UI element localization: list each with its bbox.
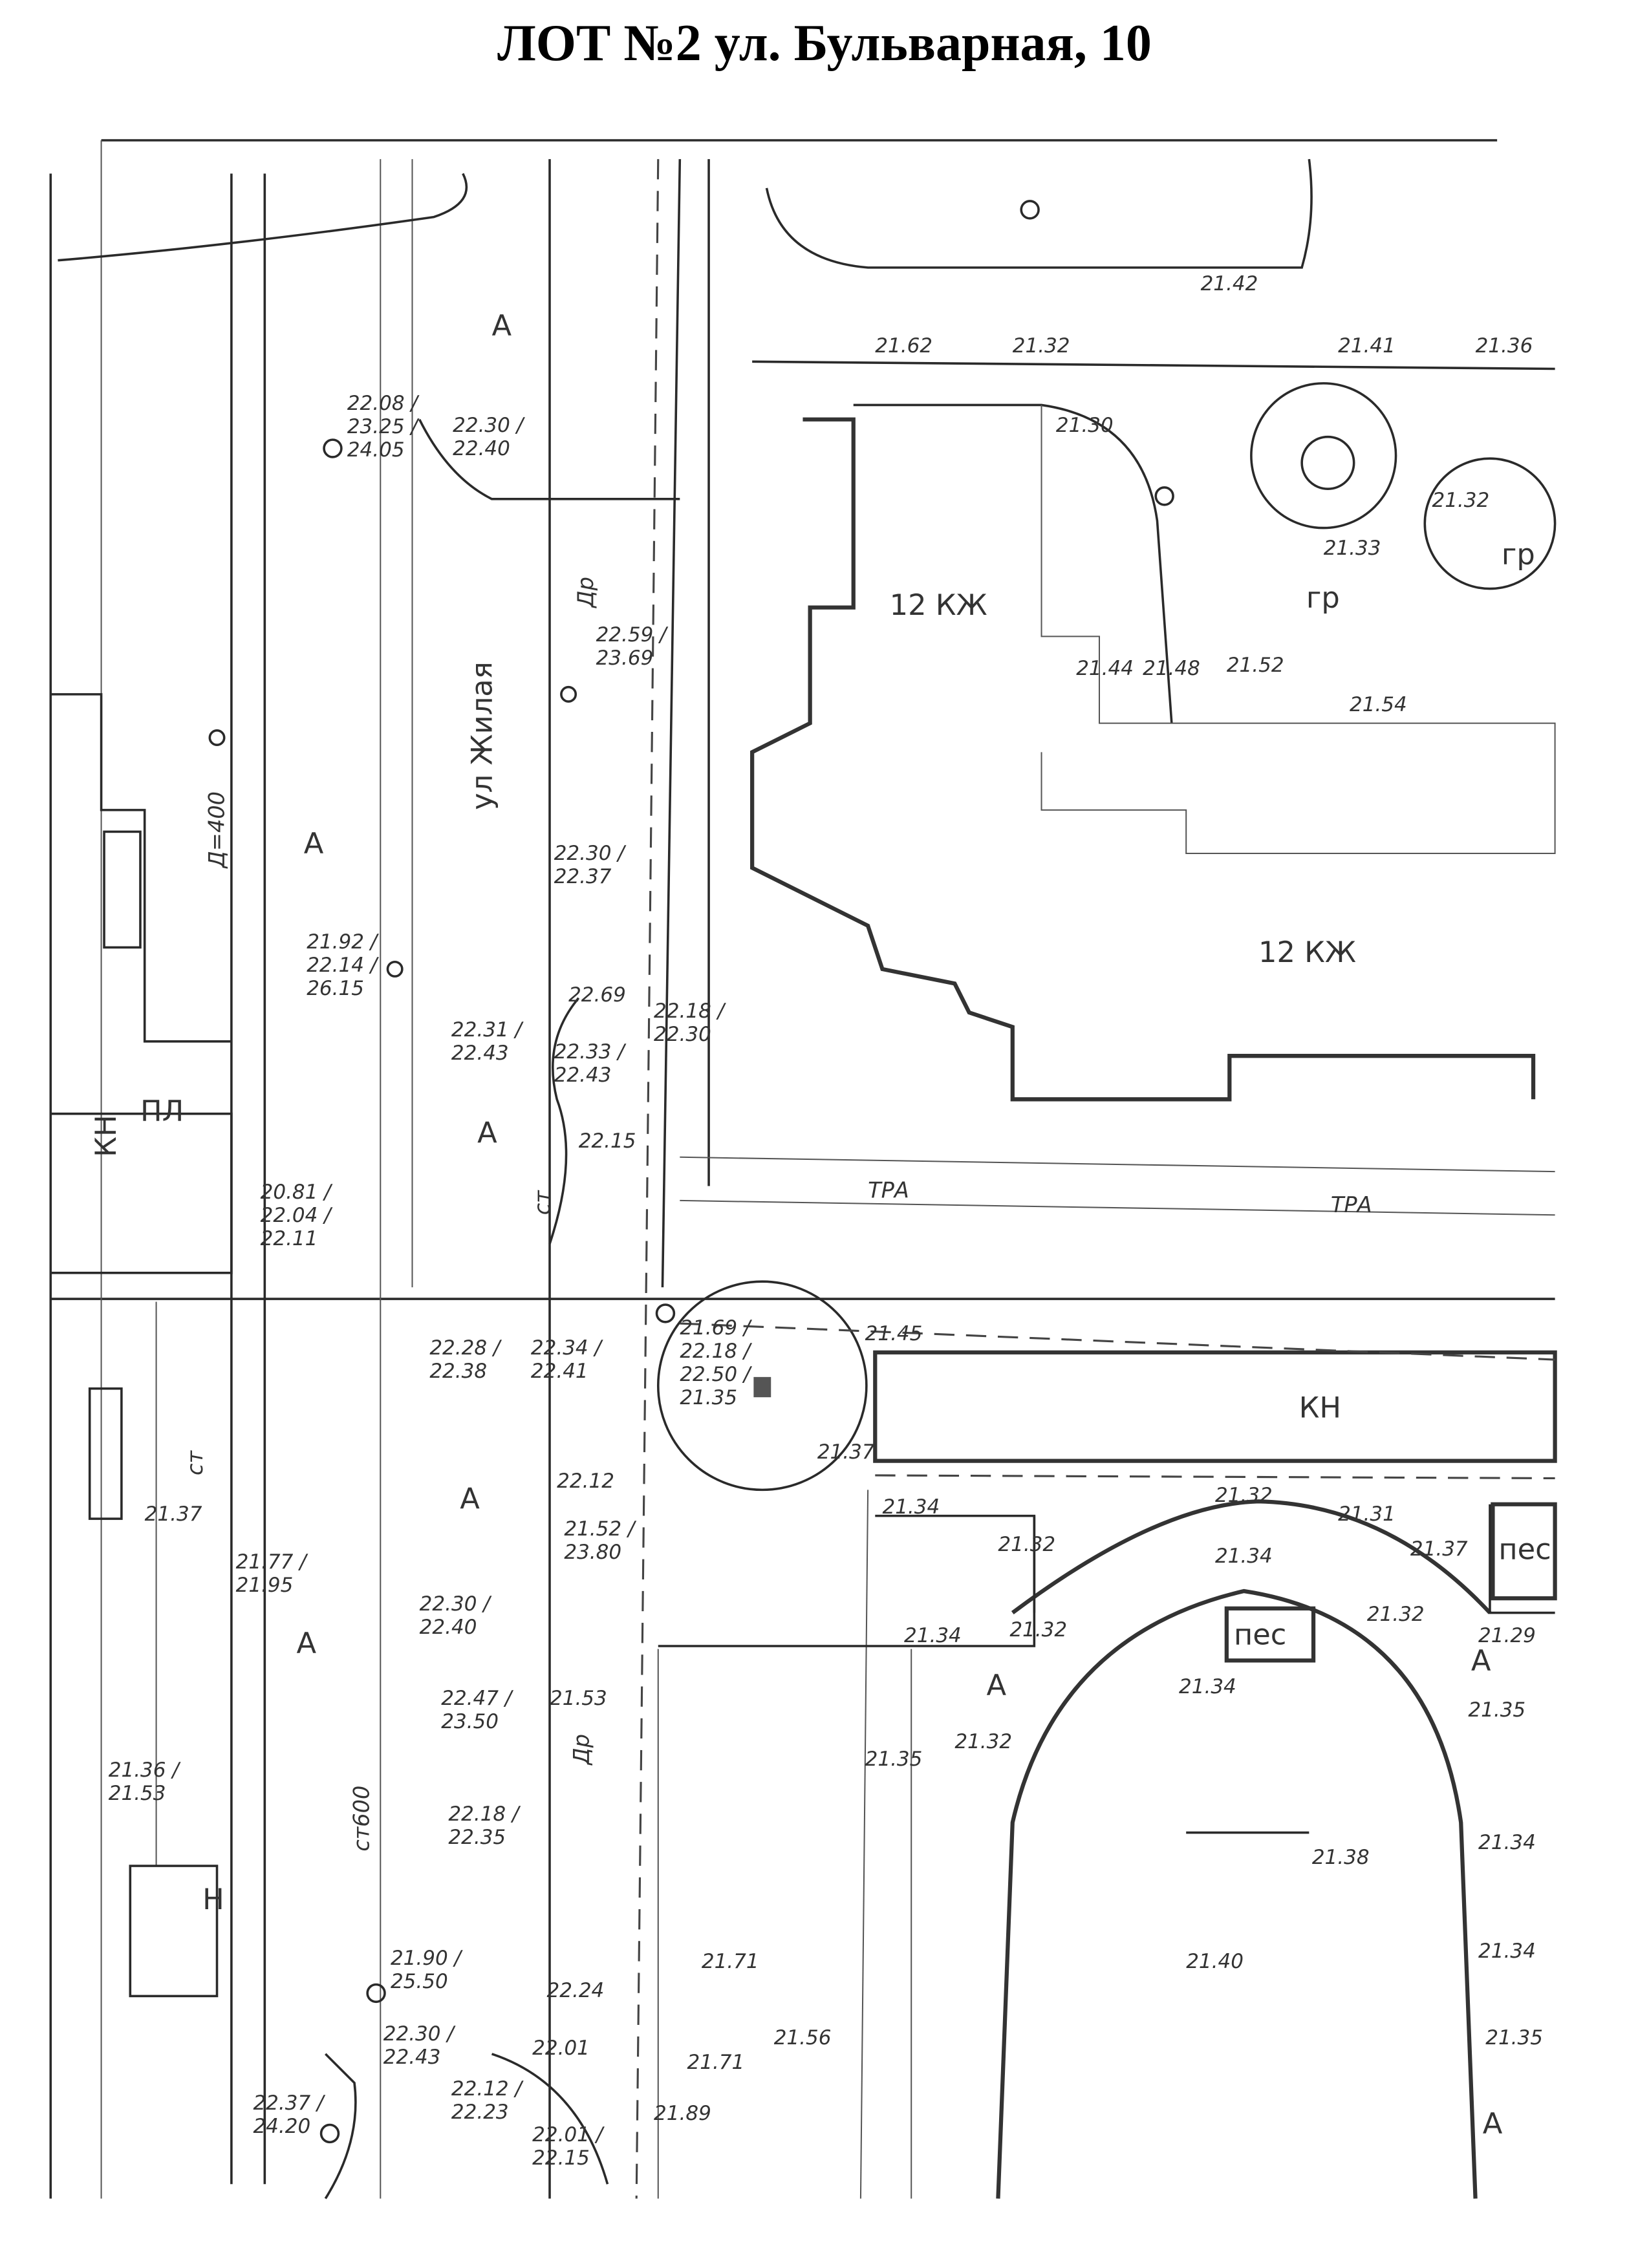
area-label: А [492,308,512,343]
elevation-mark: 21.37 [1410,1537,1468,1561]
elevation-mark: 22.01 [532,2037,590,2060]
elevation-mark: 22.37 / 24.20 [253,2091,324,2139]
elevation-mark: 21.92 / 22.14 / 26.15 [307,930,378,1000]
elevation-mark: 22.30 / 22.40 [453,413,524,460]
area-label: А [1483,2106,1503,2141]
street-label: ул Жилая [465,661,499,809]
elevation-mark: 21.40 [1186,1949,1244,1973]
elevation-mark: 21.34 [1214,1545,1273,1568]
pipe-label: ст [530,1190,555,1215]
area-label: А [987,1668,1007,1702]
elevation-mark: 21.31 [1338,1503,1396,1526]
area-label: А [477,1115,497,1150]
elevation-mark: 21.77 / 21.95 [235,1550,307,1598]
elevation-mark: 21.71 [687,2051,745,2075]
elevation-mark: 21.29 [1478,1624,1536,1648]
elevation-mark: 21.35 [865,1747,923,1771]
elevation-mark: 21.32 [1009,1618,1068,1642]
pipe-label: Д=400 [204,791,230,869]
elevation-mark: 22.30 / 22.37 [554,842,625,889]
elevation-mark: 22.34 / 22.41 [530,1336,601,1384]
elevation-mark: 21.89 [654,2101,711,2125]
elevation-mark: 21.38 [1311,1845,1370,1869]
elevation-mark: 21.35 [1485,2026,1543,2050]
elevation-mark: 22.01 / 22.15 [532,2123,603,2170]
map-linework [49,139,1557,2199]
elevation-mark: 21.69 / 22.18 / 22.50 / 21.35 [680,1316,751,1409]
elevation-mark: 22.24 [546,1978,605,2002]
elevation-mark: 21.34 [904,1624,962,1648]
building-label: КН [1299,1390,1341,1424]
building-label: КН [89,1115,123,1157]
elevation-mark: 21.32 [998,1533,1056,1557]
elevation-mark: 22.33 / 22.43 [554,1040,625,1087]
elevation-mark: 21.32 [1214,1484,1273,1508]
elevation-mark: 21.37 [817,1440,875,1464]
elevation-mark: 21.32 [1366,1602,1425,1626]
elevation-mark: 22.12 [557,1470,614,1493]
building-label: гр [1306,581,1340,615]
pipe-label: ТРА [868,1177,909,1203]
elevation-mark: 21.54 [1349,692,1407,716]
elevation-mark: 21.34 [1478,1831,1536,1855]
elevation-mark: 22.47 / 23.50 [441,1686,512,1733]
pipe-label: ТРА [1331,1192,1372,1217]
elevation-mark: 22.18 / 22.35 [448,1802,519,1849]
pipe-label: Др [568,1734,594,1766]
elevation-mark: 21.44 [1076,656,1134,680]
elevation-mark: 21.53 [550,1686,607,1710]
area-label: А [304,826,324,861]
area-label: А [460,1481,480,1515]
building-label: 12 КЖ [890,588,987,622]
elevation-mark: 22.30 / 22.40 [419,1592,490,1640]
elevation-mark: 21.30 [1055,413,1114,437]
elevation-mark: 21.52 / 23.80 [564,1517,635,1564]
elevation-mark: 21.90 / 25.50 [390,1947,461,1994]
elevation-mark: 21.32 [1012,334,1070,358]
elevation-mark: 21.48 [1143,656,1200,680]
elevation-mark: 21.52 [1226,654,1284,678]
building-label: 12 КЖ [1258,935,1356,969]
pipe-label: ст [182,1450,208,1475]
elevation-mark: 21.34 [1179,1674,1236,1698]
pipe-label: Др [573,577,598,609]
elevation-mark: 21.42 [1200,272,1258,295]
elevation-mark: 21.33 [1323,537,1381,561]
elevation-mark: 21.41 [1338,334,1396,358]
building-label: пес [1498,1532,1551,1567]
elevation-mark: 21.45 [865,1321,923,1345]
pipe-label: ст600 [349,1786,374,1852]
elevation-mark: 21.37 [144,1503,202,1526]
elevation-mark: 21.71 [701,1949,759,1973]
building-label: Н [202,1882,224,1916]
area-label: А [297,1626,317,1660]
building-label: ПЛ [140,1094,184,1128]
elevation-mark: 21.36 / 21.53 [108,1759,179,1806]
elevation-mark: 21.34 [1478,1940,1536,1963]
elevation-mark: 21.56 [773,2026,832,2050]
elevation-mark: 21.36 [1475,334,1533,358]
elevation-mark: 22.59 / 23.69 [596,623,667,670]
elevation-mark: 22.18 / 22.30 [654,999,725,1046]
elevation-mark: 22.30 / 22.43 [383,2022,454,2069]
elevation-mark: 21.32 [1432,489,1490,513]
elevation-mark: 21.34 [882,1495,940,1519]
building-label: пес [1234,1618,1286,1652]
area-label: А [1471,1643,1491,1678]
elevation-mark: 20.81 / 22.04 / 22.11 [260,1180,331,1250]
elevation-mark: 22.28 / 22.38 [429,1336,501,1384]
elevation-mark: 21.35 [1468,1698,1526,1722]
page-title: ЛОТ №2 ул. Бульварная, 10 [497,15,1152,72]
elevation-mark: 22.31 / 22.43 [451,1018,522,1065]
elevation-mark: 22.08 / 23.25 / 24.05 [347,392,418,462]
elevation-mark: 22.69 [568,983,626,1007]
elevation-mark: 21.62 [875,334,933,358]
elevation-mark: 22.15 [578,1129,636,1153]
elevation-mark: 22.12 / 22.23 [451,2077,522,2124]
elevation-mark: 21.32 [954,1729,1013,1753]
building-label: гр [1502,537,1535,572]
